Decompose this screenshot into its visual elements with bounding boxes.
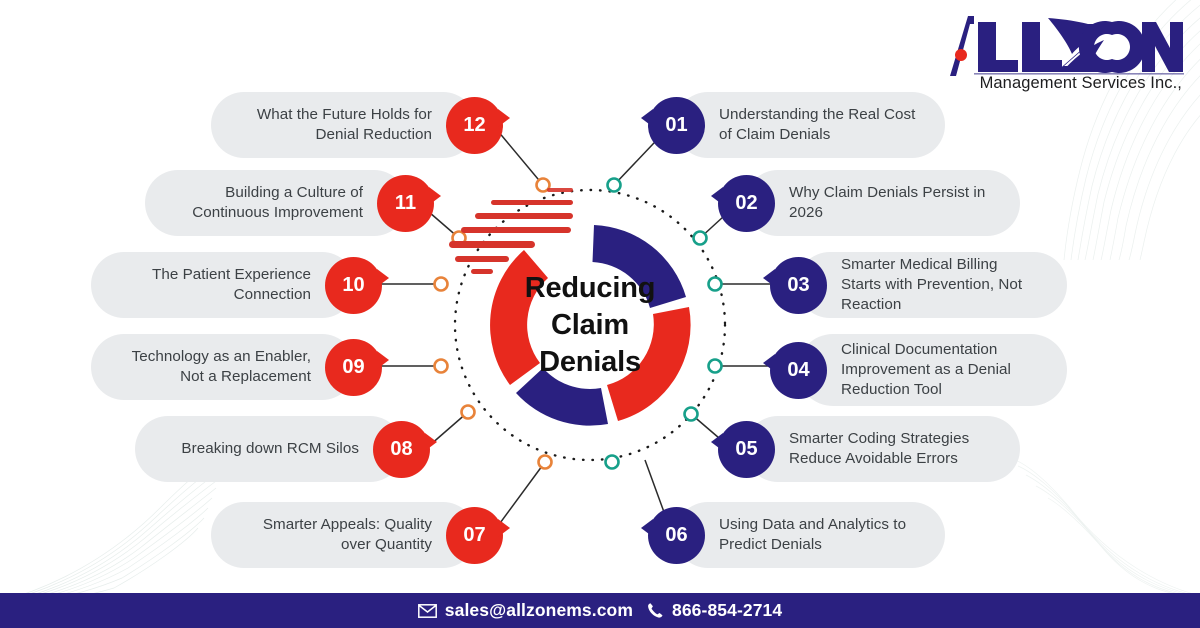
- item-02[interactable]: 02 Why Claim Denials Persist in 2026: [711, 170, 1023, 236]
- item-07-label[interactable]: Smarter Appeals: Quality over Quantity: [211, 502, 476, 568]
- item-04[interactable]: 04 Clinical Documentation Improvement as…: [763, 334, 1070, 406]
- item-04-number: 04: [787, 358, 810, 381]
- item-10-number: 10: [342, 273, 365, 296]
- speed-lines-decoration: [449, 188, 573, 274]
- item-03[interactable]: 03 Smarter Medical Billing Starts with P…: [763, 252, 1070, 318]
- item-04-number-badge[interactable]: 04: [763, 341, 827, 399]
- allzone-wordmark-icon: [950, 16, 1184, 76]
- item-05[interactable]: 05 Smarter Coding Strategies Reduce Avoi…: [711, 416, 1023, 482]
- allzone-logo: Management Services Inc.,: [944, 14, 1184, 94]
- footer-contact-bar: sales@allzonems.com 866-854-2714: [0, 593, 1200, 628]
- item-10[interactable]: 10 The Patient Experience Connection: [88, 252, 389, 318]
- item-03-label[interactable]: Smarter Medical Billing Starts with Prev…: [797, 252, 1067, 318]
- item-08-number-badge[interactable]: 08: [373, 420, 437, 478]
- item-01[interactable]: 01 Understanding the Real Cost of Claim …: [641, 92, 948, 158]
- donut-segment-3: [516, 368, 608, 426]
- item-03-number-badge[interactable]: 03: [763, 256, 827, 314]
- item-09-label[interactable]: Technology as an Enabler, Not a Replacem…: [91, 334, 355, 400]
- item-08-label[interactable]: Breaking down RCM Silos: [135, 416, 403, 482]
- item-02-label[interactable]: Why Claim Denials Persist in 2026: [745, 170, 1020, 236]
- item-07-number-badge[interactable]: 07: [446, 506, 510, 564]
- item-11-number: 11: [394, 191, 417, 214]
- item-06-number-badge[interactable]: 06: [641, 506, 705, 564]
- item-10-label[interactable]: The Patient Experience Connection: [91, 252, 355, 318]
- item-08-number: 08: [390, 437, 413, 460]
- item-01-number: 01: [665, 113, 688, 136]
- item-04-label[interactable]: Clinical Documentation Improvement as a …: [797, 334, 1067, 406]
- item-06-number: 06: [665, 523, 688, 546]
- footer-email-text: sales@allzonems.com: [444, 600, 634, 620]
- item-06[interactable]: 06 Using Data and Analytics to Predict D…: [641, 502, 948, 568]
- item-12-label[interactable]: What the Future Holds for Denial Reducti…: [211, 92, 476, 158]
- item-03-number: 03: [787, 273, 810, 296]
- item-11-label[interactable]: Building a Culture of Continuous Improve…: [145, 170, 407, 236]
- item-05-label[interactable]: Smarter Coding Strategies Reduce Avoidab…: [745, 416, 1020, 482]
- item-01-label[interactable]: Understanding the Real Cost of Claim Den…: [675, 92, 945, 158]
- item-11[interactable]: 11 Building a Culture of Continuous Impr…: [142, 170, 441, 236]
- donut-chart: [449, 188, 691, 426]
- logo-tagline: Management Services Inc.,: [979, 74, 1182, 92]
- footer-phone-text: 866-854-2714: [672, 600, 783, 620]
- item-08[interactable]: 08 Breaking down RCM Silos: [132, 416, 437, 482]
- hub-title: Reducing Claim Denials: [435, 270, 745, 381]
- item-01-number-badge[interactable]: 01: [641, 96, 705, 154]
- item-07-number: 07: [463, 523, 486, 546]
- hub-title-line-3: Denials: [539, 346, 641, 379]
- item-12-number: 12: [463, 113, 486, 136]
- donut-segment-4: [490, 250, 548, 385]
- background-wave-bottomright: [1010, 458, 1200, 598]
- item-12[interactable]: 12 What the Future Holds for Denial Redu…: [208, 92, 510, 158]
- center-donut-hub: Reducing Claim Denials: [435, 170, 745, 480]
- footer-email[interactable]: sales@allzonems.com: [417, 600, 634, 621]
- item-02-number: 02: [735, 191, 758, 214]
- item-11-number-badge[interactable]: 11: [377, 174, 441, 232]
- envelope-icon: [417, 603, 437, 618]
- item-10-number-badge[interactable]: 10: [325, 256, 389, 314]
- item-09-number-badge[interactable]: 09: [325, 338, 389, 396]
- hub-title-line-2: Claim: [551, 309, 629, 342]
- item-12-number-badge[interactable]: 12: [446, 96, 510, 154]
- item-09[interactable]: 09 Technology as an Enabler, Not a Repla…: [88, 334, 389, 400]
- hub-title-line-1: Reducing: [524, 272, 656, 304]
- donut-segment-1: [592, 225, 686, 308]
- item-09-number: 09: [342, 355, 365, 378]
- item-07[interactable]: 07 Smarter Appeals: Quality over Quantit…: [208, 502, 510, 568]
- item-05-number: 05: [735, 437, 758, 460]
- donut-segment-2: [607, 307, 691, 421]
- phone-icon: [648, 603, 663, 618]
- footer-phone[interactable]: 866-854-2714: [647, 600, 782, 621]
- item-06-label[interactable]: Using Data and Analytics to Predict Deni…: [675, 502, 945, 568]
- item-05-number-badge[interactable]: 05: [711, 420, 775, 478]
- item-02-number-badge[interactable]: 02: [711, 174, 775, 232]
